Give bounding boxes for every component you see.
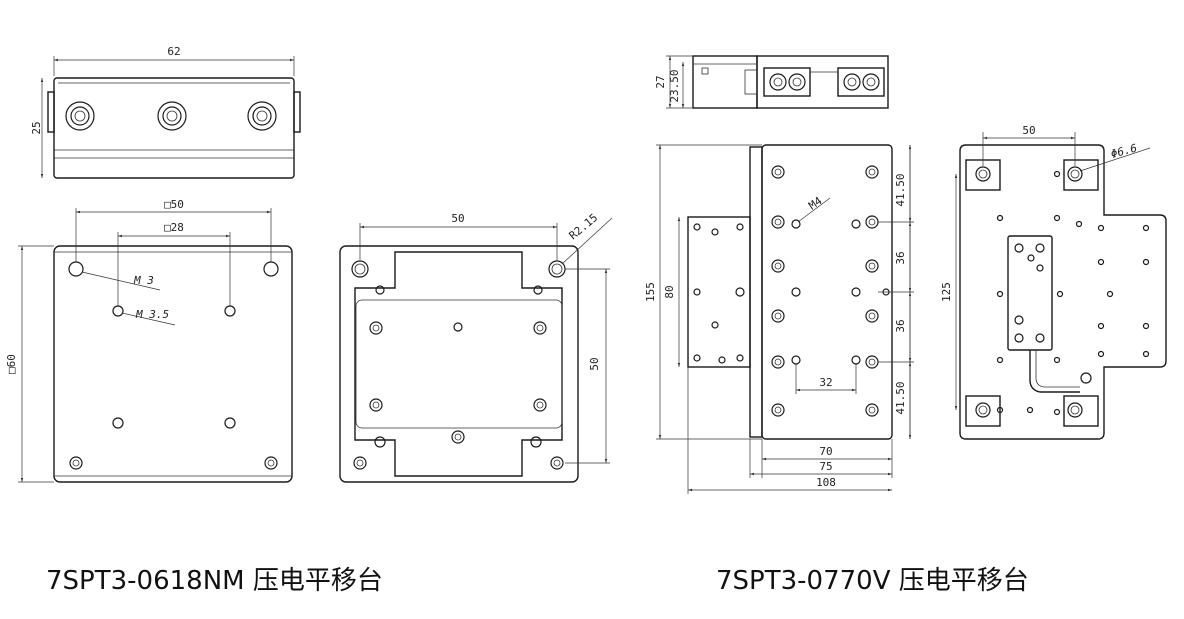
right-stage-drawing: 27 23.50: [644, 55, 1167, 494]
caption-left: 7SPT3-0618NM 压电平移台: [46, 566, 383, 596]
left-bottom-height-label: 50: [588, 357, 601, 370]
right-front-width-a-label: 70: [819, 445, 832, 458]
right-top-view: 27 23.50: [654, 55, 889, 109]
right-bottom-view: 50 125 Φ6.6: [940, 124, 1167, 440]
left-stage-drawing: 62 25 □50 □28: [5, 45, 613, 483]
right-bottom-hole-label: Φ6.6: [1109, 141, 1138, 161]
left-top-height-label: 25: [30, 121, 43, 134]
right-top-height-b-label: 23.50: [668, 69, 681, 102]
right-bottom-width-label: 50: [1022, 124, 1035, 137]
right-front-pitch-mid-a-label: 36: [894, 251, 907, 264]
left-top-width-label: 62: [167, 45, 180, 58]
right-top-height-a-label: 27: [654, 75, 667, 88]
right-front-width-b-label: 75: [819, 460, 832, 473]
right-front-pitch-bottom-label: 41.50: [894, 381, 907, 414]
right-front-thread-label: M4: [806, 194, 825, 212]
right-front-width-total-label: 108: [816, 476, 836, 489]
right-front-spacing-label: 32: [819, 376, 832, 389]
caption-right: 7SPT3-0770V 压电平移台: [716, 566, 1029, 596]
left-top-view: 62 25: [30, 45, 301, 179]
right-bottom-height-label: 125: [940, 282, 953, 302]
right-front-pitch-mid-b-label: 36: [894, 319, 907, 332]
left-bottom-width-label: 50: [451, 212, 464, 225]
right-front-view: M4 155 80 41.50 36 36 41.50 32: [644, 144, 914, 494]
left-front-view: □50 □28 □60 M 3 M 3.5: [5, 198, 293, 483]
right-front-total-height-label: 155: [644, 282, 657, 302]
left-front-inner-label: □28: [164, 221, 184, 234]
left-front-thread-b-label: M 3.5: [135, 308, 169, 321]
left-front-outer-label: □50: [164, 198, 184, 211]
left-bottom-radius-label: R2.15: [567, 211, 601, 242]
left-front-thread-a-label: M 3: [133, 274, 154, 287]
left-front-size-label: □60: [5, 354, 18, 374]
right-front-inner-height-label: 80: [663, 285, 676, 298]
right-front-pitch-top-label: 41.50: [894, 173, 907, 206]
left-bottom-view: 50 50 R2.15: [339, 211, 613, 483]
